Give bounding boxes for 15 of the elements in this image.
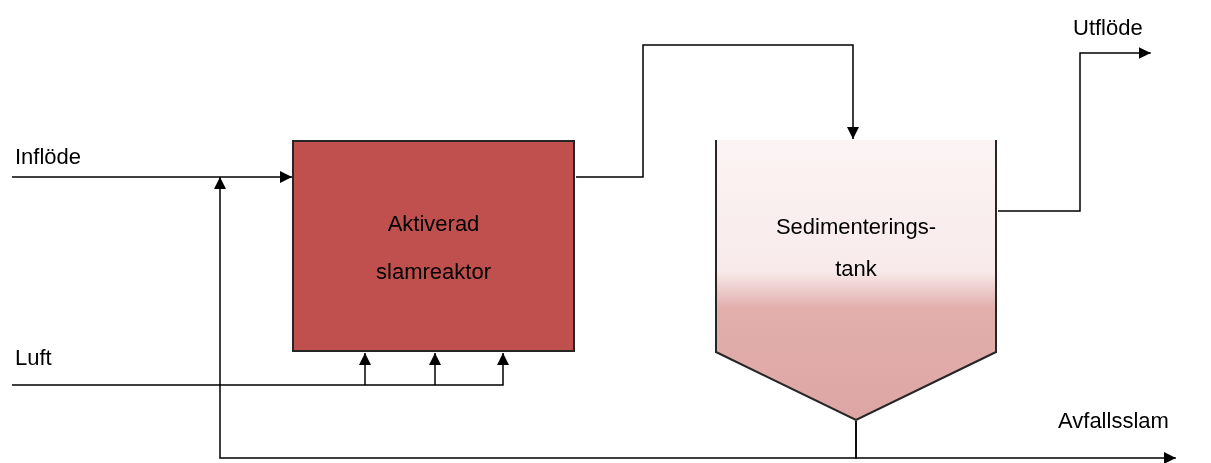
air-label: Luft: [15, 344, 52, 372]
settling-tank: [715, 140, 997, 421]
tank-label: Sedimenterings- tank: [774, 213, 938, 283]
inflow-label: Inflöde: [15, 143, 82, 171]
arrow: [11, 352, 509, 386]
tank-label: Aktiverad slamreaktor: [375, 210, 492, 286]
arrow: [997, 47, 1152, 212]
arrow: [11, 171, 293, 183]
waste-sludge-label: Avfallsslam: [1058, 407, 1169, 435]
arrow: [359, 352, 371, 386]
arrow: [214, 176, 857, 459]
reactor-tank: [292, 140, 575, 352]
arrow: [429, 352, 441, 386]
arrow: [575, 44, 859, 178]
outflow-label: Utflöde: [1073, 14, 1143, 42]
